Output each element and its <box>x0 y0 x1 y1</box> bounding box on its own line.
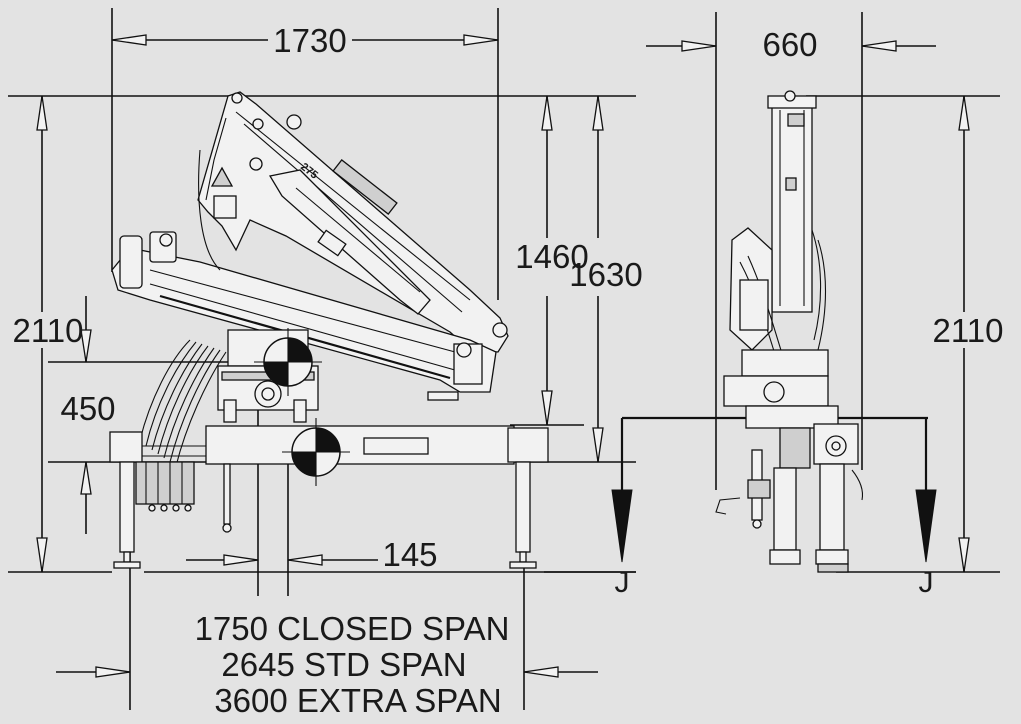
cog-marker-lower <box>282 418 350 486</box>
span-extra-label: 3600 EXTRA SPAN <box>214 682 501 719</box>
section-marker-left: J <box>615 566 630 599</box>
dim-145: 145 <box>382 536 437 573</box>
dim-1630: 1630 <box>569 256 642 293</box>
span-std-label: 2645 STD SPAN <box>221 646 466 683</box>
dim-overall-height-left: 2110 <box>13 312 84 349</box>
cog-marker-upper <box>254 328 322 396</box>
dim-450: 450 <box>60 390 115 427</box>
dimension-labels: 1730 2110 1460 1630 450 145 1750 CLOSED … <box>13 22 1004 719</box>
section-marker-right: J <box>919 566 934 599</box>
span-closed-label: 1750 CLOSED SPAN <box>195 610 510 647</box>
side-view-dimension-lines <box>6 8 644 710</box>
dim-boom-reach: 1730 <box>273 22 346 59</box>
dim-overall-height-right: 2110 <box>933 312 1004 349</box>
dim-1460: 1460 <box>515 238 588 275</box>
crane-side-view: 275 <box>109 91 549 569</box>
dim-front-width: 660 <box>762 26 817 63</box>
crane-front-view <box>715 90 864 573</box>
